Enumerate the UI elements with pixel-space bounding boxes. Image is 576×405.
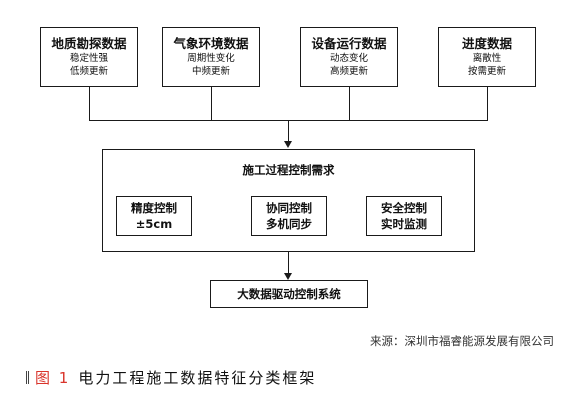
source-feature: 高频更新 bbox=[329, 66, 368, 77]
requirement-line: 实时监测 bbox=[381, 217, 427, 231]
source-feature: 中频更新 bbox=[191, 66, 230, 77]
source-title: 设备运行数据 bbox=[311, 36, 387, 51]
source-feature: 按需更新 bbox=[467, 66, 506, 77]
source-feature: 动态变化 bbox=[329, 53, 368, 64]
source-note: 来源：深圳市福睿能源发展有限公司 bbox=[370, 334, 554, 348]
source-feature: 稳定性强 bbox=[69, 53, 108, 64]
figure-caption: 图 1 电力工程施工数据特征分类框架 bbox=[26, 367, 316, 388]
requirement-line: 安全控制 bbox=[381, 201, 427, 215]
connector-line bbox=[211, 87, 212, 120]
figure-title: 电力工程施工数据特征分类框架 bbox=[78, 369, 317, 387]
source-box-progress: 进度数据 离散性 按需更新 bbox=[438, 27, 536, 87]
connector-line bbox=[349, 87, 350, 120]
requirements-title: 施工过程控制需求 bbox=[242, 163, 335, 177]
caption-marker-icon bbox=[26, 371, 29, 384]
requirement-line: 精度控制 bbox=[131, 201, 177, 215]
connector-line bbox=[288, 120, 289, 142]
requirement-box-safety: 安全控制 实时监测 bbox=[366, 196, 442, 236]
requirement-line: 多机同步 bbox=[266, 217, 312, 231]
source-box-weather: 气象环境数据 周期性变化 中频更新 bbox=[162, 27, 260, 87]
source-feature: 低频更新 bbox=[69, 66, 108, 77]
requirement-line: ±5cm bbox=[135, 217, 173, 231]
source-box-geology: 地质勘探数据 稳定性强 低频更新 bbox=[40, 27, 138, 87]
connector-line bbox=[89, 87, 90, 120]
connector-line bbox=[487, 87, 488, 120]
requirement-line: 协同控制 bbox=[266, 201, 312, 215]
system-box: 大数据驱动控制系统 bbox=[210, 280, 368, 308]
source-title: 气象环境数据 bbox=[173, 36, 249, 51]
source-feature: 离散性 bbox=[472, 53, 502, 64]
source-title: 进度数据 bbox=[461, 36, 512, 51]
source-title: 地质勘探数据 bbox=[51, 36, 127, 51]
source-feature: 周期性变化 bbox=[187, 53, 235, 64]
figure-number: 图 1 bbox=[35, 369, 71, 387]
arrow-head bbox=[284, 141, 292, 148]
system-title: 大数据驱动控制系统 bbox=[237, 287, 341, 301]
arrow-head bbox=[284, 273, 292, 280]
requirement-box-coordination: 协同控制 多机同步 bbox=[251, 196, 327, 236]
connector-line bbox=[288, 252, 289, 274]
source-box-equipment: 设备运行数据 动态变化 高频更新 bbox=[300, 27, 398, 87]
requirement-box-precision: 精度控制 ±5cm bbox=[116, 196, 192, 236]
